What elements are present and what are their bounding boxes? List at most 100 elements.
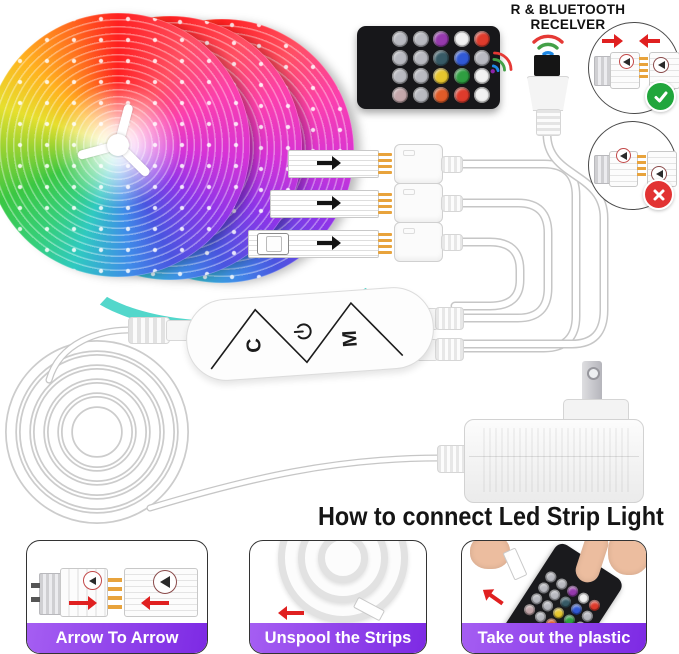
arrow-left-icon [149, 601, 169, 605]
connector-pin [378, 165, 392, 168]
controller-key-color[interactable]: C [242, 337, 266, 354]
connector-pin [378, 205, 392, 208]
strip-end-1 [288, 150, 379, 178]
arrow-right-icon [69, 596, 97, 610]
remote-button[interactable] [453, 86, 470, 103]
remote-button[interactable] [453, 49, 470, 66]
cable-receiver [450, 129, 609, 349]
x-icon [643, 179, 674, 210]
adapter-plug-base [563, 399, 629, 421]
connector-pin [108, 578, 122, 582]
receiver-usb-tip [534, 55, 560, 76]
barrel-plug-ribs [128, 317, 170, 344]
strip-end-2 [270, 190, 379, 218]
receiver-label-line1: R & BLUETOOTH [510, 2, 626, 17]
arrow-right-icon [602, 34, 623, 48]
remote-button[interactable] [412, 31, 429, 47]
remote-button[interactable] [392, 31, 408, 47]
rgb-connector-1 [394, 144, 443, 184]
remote-button[interactable] [474, 49, 490, 66]
remote-button[interactable] [453, 31, 470, 47]
controller-key-mode[interactable]: M [338, 329, 362, 348]
strain-relief [441, 234, 463, 251]
connector-pin [637, 167, 646, 170]
strain-relief [435, 338, 464, 361]
music-remote [357, 26, 500, 109]
card-label: Unspool the Strips [250, 623, 426, 653]
alignment-arrow-icon [653, 57, 669, 73]
connector-pin [639, 57, 648, 60]
strain-relief [435, 307, 464, 330]
signal-rainbow-icon [490, 51, 513, 74]
connector-pin [378, 159, 392, 162]
remote-button-grid[interactable] [392, 31, 490, 103]
wifi-rainbow-icon [532, 34, 564, 62]
connector-pin [378, 199, 392, 202]
remote-button[interactable] [412, 86, 429, 103]
remote-button[interactable] [412, 68, 429, 84]
remote-button[interactable] [392, 86, 408, 103]
clip-prong [31, 597, 40, 602]
connector-pin [378, 239, 392, 242]
remote-button[interactable] [433, 68, 449, 84]
connector-pin [378, 251, 392, 254]
alignment-arrow-icon [616, 148, 631, 163]
plastic-tab [502, 547, 528, 581]
arrow-up-left-icon [488, 592, 504, 606]
cable-connector2 [450, 198, 553, 323]
connector-pin [637, 161, 646, 164]
remote-button[interactable] [433, 86, 449, 103]
cable-connector3 [450, 237, 525, 311]
remote-button[interactable] [433, 49, 449, 66]
plug-prong-hole [587, 367, 600, 380]
connector-pin [378, 153, 392, 156]
receiver-strain-relief [536, 109, 561, 136]
card-label: Take out the plastic [462, 623, 646, 653]
connector-pin [378, 193, 392, 196]
connector-pin [378, 211, 392, 214]
arrow-left-icon [647, 39, 660, 43]
reel-hub-core [107, 134, 129, 156]
adapter-strain-relief [437, 445, 468, 473]
card-label: Arrow To Arrow [27, 623, 207, 653]
connector-pin [378, 245, 392, 248]
arrow-right-icon [317, 196, 341, 210]
remote-button[interactable] [474, 68, 490, 84]
inset-correct-connection [588, 22, 679, 114]
card-unspool-strips: Unspool the Strips [249, 540, 427, 654]
cable-coil-to-controller [45, 326, 133, 384]
remote-button[interactable] [453, 68, 470, 84]
remote-button[interactable] [412, 49, 429, 66]
remote-button[interactable] [474, 86, 490, 103]
strain-relief [441, 156, 463, 173]
check-icon [645, 81, 676, 112]
connector-pin [378, 171, 392, 174]
receiver-label: R & BLUETOOTH RECELVER [488, 2, 648, 32]
power-icon[interactable] [292, 320, 315, 343]
card-arrow-to-arrow: Arrow To Arrow [26, 540, 208, 654]
rgb-connector-3 [394, 222, 443, 262]
connector-pin [639, 69, 648, 72]
inline-controller: C M [183, 284, 437, 384]
remote-button[interactable] [392, 49, 408, 66]
power-cord-coil [5, 340, 189, 524]
controller-zigzag [210, 301, 404, 370]
connector-pin [108, 596, 122, 600]
led-strip-reel-front [0, 13, 250, 277]
remote-button[interactable] [433, 31, 449, 47]
connector-pin [639, 63, 648, 66]
remote-button[interactable] [392, 68, 408, 84]
strain-relief [441, 195, 463, 212]
connector-pin [637, 155, 646, 158]
remote-button[interactable] [474, 31, 490, 47]
alignment-arrow-icon [153, 570, 177, 594]
section-title: How to connect Led Strip Light [318, 501, 664, 531]
clip-prong [31, 583, 40, 588]
inset-wrong-connection [588, 121, 677, 210]
arrow-right-icon [317, 236, 341, 250]
hand [608, 541, 646, 575]
alignment-arrow-icon [83, 571, 102, 590]
strip-end-3 [248, 230, 379, 258]
